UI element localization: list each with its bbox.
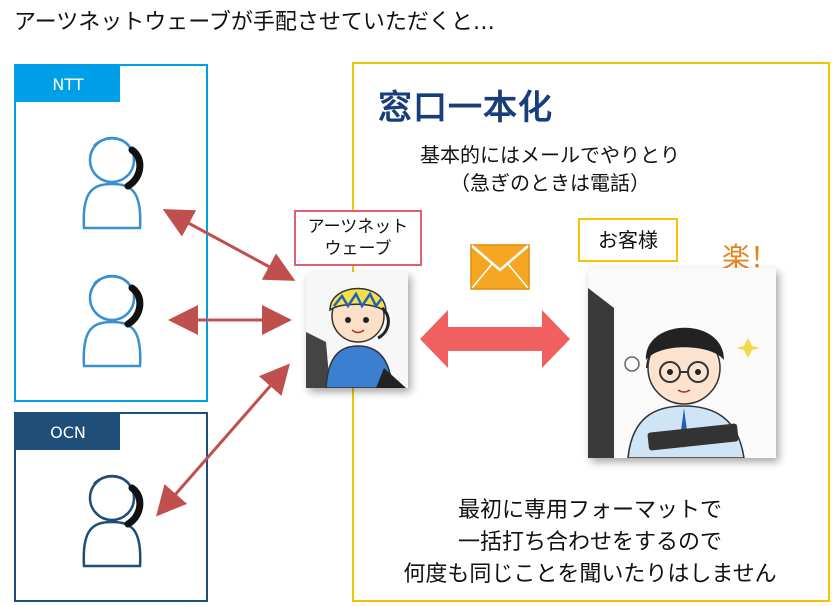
conclusion-line-3: 何度も同じことを聞いたりはしません	[403, 562, 777, 587]
conclusion-line-1: 最初に専用フォーマットで	[457, 498, 722, 523]
ntt-operator-2-icon	[82, 274, 144, 368]
envelope-icon	[470, 244, 530, 290]
ocn-operator-icon	[82, 474, 144, 568]
customer-tag: お客様	[578, 218, 678, 262]
arrow-ocn	[156, 363, 290, 517]
window-subtitle-1: 基本的にはメールでやりとり	[420, 143, 680, 167]
arrow-ntt-1	[162, 209, 296, 281]
double-arrow-icon	[420, 310, 570, 368]
ntt-operator-1-icon	[82, 136, 144, 230]
window-subtitle-2: （急ぎのときは電話）	[450, 171, 650, 195]
artsnet-illustration	[306, 272, 408, 388]
window-title: 窓口一本化	[378, 88, 553, 128]
artsnet-tag: アーツネット ウェーブ	[294, 210, 422, 266]
conclusion-line-2: 一括打ち合わせをするので	[457, 530, 722, 555]
ntt-label: NTT	[16, 66, 120, 102]
customer-illustration	[588, 268, 776, 458]
artsnet-tag-line1: アーツネット	[307, 217, 409, 237]
artsnet-tag-line2: ウェーブ	[324, 239, 392, 259]
page-heading: アーツネットウェーブが手配させていただくと…	[14, 10, 495, 35]
ocn-label: OCN	[16, 414, 120, 450]
